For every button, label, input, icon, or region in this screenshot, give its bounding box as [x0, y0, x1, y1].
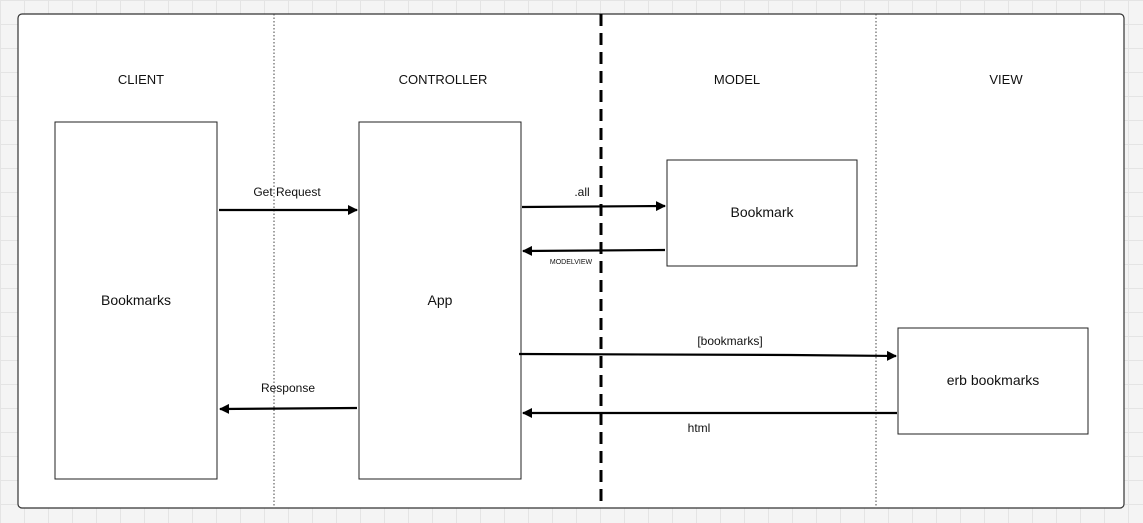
arrow-bookmarks-list-label: [bookmarks]: [697, 334, 762, 348]
box-bookmarks[interactable]: [54, 121, 218, 480]
diagram-frame: [17, 13, 1125, 509]
arrow-modelview-label: MODELVIEW: [550, 259, 593, 266]
arrow-bookmarks-list[interactable]: [518, 350, 897, 361]
lane-title-controller: CONTROLLER: [399, 72, 488, 87]
lane-title-client: CLIENT: [118, 72, 164, 87]
box-bookmark-model[interactable]: [666, 159, 858, 267]
arrow-response[interactable]: [219, 403, 358, 414]
arrow-html-label: html: [688, 421, 711, 435]
arrow-modelview[interactable]: [522, 245, 666, 256]
arrow-get-request-label: Get Request: [253, 185, 321, 199]
arrow-all[interactable]: [521, 201, 666, 212]
lane-title-view: VIEW: [989, 72, 1023, 87]
box-app-label: App: [428, 292, 453, 308]
arrow-response-label: Response: [261, 381, 315, 395]
lane-title-model: MODEL: [714, 72, 760, 87]
box-bookmarks-label: Bookmarks: [101, 292, 171, 308]
box-erb-view[interactable]: [897, 327, 1089, 435]
box-bookmark-model-label: Bookmark: [730, 204, 794, 220]
box-erb-view-label: erb bookmarks: [947, 372, 1040, 388]
box-app[interactable]: [358, 121, 522, 480]
arrow-all-label: .all: [574, 185, 589, 199]
